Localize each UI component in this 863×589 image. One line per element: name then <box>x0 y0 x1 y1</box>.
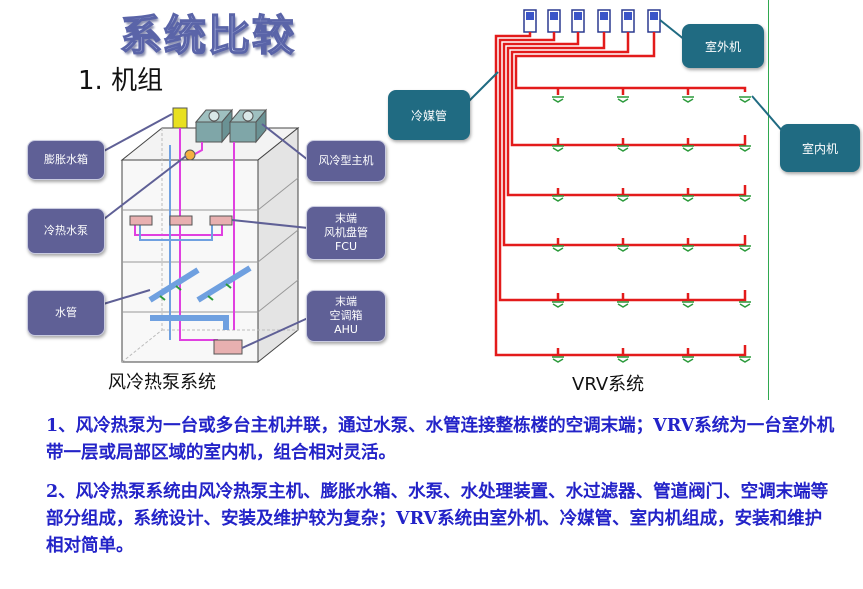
callout-expansion-tank: 膨胀水箱 <box>27 140 105 180</box>
chiller-unit <box>194 108 268 144</box>
callout-fcu: 末端 风机盘管 FCU <box>306 206 386 260</box>
callout-indoor-unit: 室内机 <box>780 124 860 172</box>
callout-pump: 冷热水泵 <box>27 208 105 254</box>
refrigerant-pipes <box>494 32 747 357</box>
caption-heat-pump: 风冷热泵系统 <box>108 372 216 393</box>
callout-chiller: 风冷型主机 <box>306 140 386 182</box>
callout-refrigerant-pipe: 冷媒管 <box>388 90 470 140</box>
callout-ahu: 末端 空调箱 AHU <box>306 290 386 342</box>
indoor-units <box>552 96 751 363</box>
vrv-diagram <box>459 9 791 363</box>
pump-shape <box>184 149 196 161</box>
paragraph-1: 1、风冷热泵为一台或多台主机并联，通过水泵、水管连接整栋楼的空调末端；VRV系统… <box>46 416 835 463</box>
callout-outdoor-unit: 室外机 <box>682 24 764 68</box>
section-heading: 1. 机组 <box>78 66 164 96</box>
callout-water-pipe: 水管 <box>27 290 105 336</box>
diagram-graphics <box>99 9 791 364</box>
slide-title: 系统比较 <box>119 10 297 61</box>
ahu-shape <box>213 339 243 355</box>
paragraph-2: 2、风冷热泵系统由风冷热泵主机、膨胀水箱、水泵、水处理装置、水过滤器、管道阀门、… <box>46 482 829 556</box>
divider-line <box>768 0 769 400</box>
outdoor-units <box>523 9 661 33</box>
caption-vrv: VRV系统 <box>572 374 645 395</box>
expansion-tank-shape <box>172 107 188 129</box>
building-illustration <box>99 107 309 364</box>
